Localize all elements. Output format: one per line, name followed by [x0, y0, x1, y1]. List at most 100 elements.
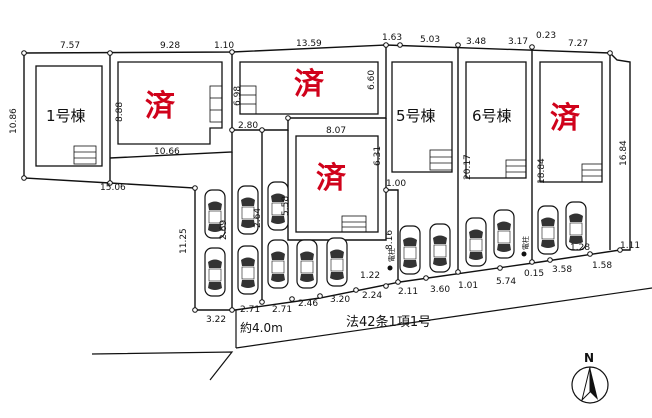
lot-5-boundary [386, 189, 399, 282]
boundary-marker [529, 259, 535, 265]
dim-lot-7-right: 1.11 [620, 241, 640, 251]
boundary-markers [21, 42, 623, 313]
steps-2 [209, 85, 223, 123]
steps-6 [505, 159, 527, 179]
parked-car [465, 217, 487, 267]
dim-top-9: 0.23 [536, 31, 556, 41]
dim-lot-4-top: 8.07 [326, 126, 346, 136]
boundary-marker [21, 50, 27, 56]
boundary-marker [192, 185, 198, 191]
dim-top-1: 7.57 [60, 41, 80, 51]
boundary-marker [289, 296, 295, 302]
road-classification: 法42条1項1号 [346, 314, 431, 330]
boundary-marker [395, 279, 401, 285]
dim-bottom-3: 2.71 [272, 305, 292, 315]
parked-car [296, 239, 318, 289]
boundary-marker [229, 307, 235, 313]
boundary-marker [397, 42, 403, 48]
road-left-edge [91, 351, 234, 381]
boundary-marker [317, 293, 323, 299]
dim-lot-2-right: 8.88 [115, 102, 125, 122]
dim-lot-4-right: 6.31 [373, 146, 383, 166]
parking-cars [204, 181, 587, 297]
dim-lot-3-right: 6.60 [367, 70, 377, 90]
parked-car [565, 201, 587, 251]
property-boundary [23, 44, 631, 311]
boundary-marker [383, 283, 389, 289]
dim-lot-2-bottom: 10.66 [154, 147, 180, 157]
utility-pole-1: 電柱 [387, 248, 396, 271]
dim-drive-c: 5.58 [281, 196, 291, 216]
steps-5 [429, 149, 453, 171]
lot-5-label: 5号棟 [396, 107, 436, 125]
north-arrow: N [571, 351, 609, 404]
parked-car [429, 223, 451, 273]
dim-lot-4-left: 8.16 [385, 230, 395, 250]
dim-top-3: 1.10 [214, 41, 234, 51]
dim-top-6: 5.03 [420, 35, 440, 45]
dim-drive-a: 2.69 [219, 220, 229, 240]
parked-car [493, 209, 515, 259]
parked-car [537, 205, 559, 255]
north-label: N [584, 351, 594, 365]
boundary-marker [383, 42, 389, 48]
parked-car [204, 247, 226, 297]
house-7 [539, 61, 603, 183]
boundary-marker [617, 247, 623, 253]
dim-bottom-4: 2.46 [298, 299, 318, 309]
dim-lot-5-bottom: 1.22 [360, 271, 380, 281]
steps-7 [581, 163, 603, 183]
dim-bottom-10: 5.74 [496, 277, 516, 287]
utility-pole-1-label: 電柱 [387, 248, 396, 262]
dim-bottom-13: 1.58 [592, 261, 612, 271]
dim-left-side: 10.86 [9, 108, 19, 134]
boundary-marker [455, 42, 461, 48]
boundary-marker [587, 251, 593, 257]
dim-top-10: 7.27 [568, 39, 588, 49]
boundary-marker [107, 180, 113, 186]
dim-right-side: 16.84 [619, 140, 629, 166]
dim-lot-3-step: 2.80 [238, 121, 258, 131]
dim-drive-b: 2.64 [253, 208, 263, 228]
dim-lot-7-step: 1.28 [570, 243, 590, 253]
boundary-marker [423, 275, 429, 281]
boundary-marker [455, 269, 461, 275]
dim-lot-1-bottom: 15.06 [100, 183, 126, 193]
boundary-marker [259, 299, 265, 305]
road-far-edge [235, 287, 652, 349]
boundary-marker [529, 44, 535, 50]
dim-top-8: 3.17 [508, 37, 528, 47]
sold-mark-lot-7: 済 [550, 101, 581, 136]
parked-car [267, 181, 289, 231]
dim-top-2: 9.28 [160, 41, 180, 51]
dim-bottom-8: 3.60 [430, 285, 450, 295]
parked-car [267, 239, 289, 289]
house-2 [117, 61, 223, 145]
dim-left-lower: 11.25 [179, 228, 189, 254]
boundary-marker [607, 50, 613, 56]
boundary-marker [21, 175, 27, 181]
house-6 [465, 61, 527, 179]
boundary-marker [229, 49, 235, 55]
dim-lot-3-left: 6.98 [233, 86, 243, 106]
dim-lot-7-left: 18.84 [537, 158, 547, 184]
steps-4 [341, 215, 367, 233]
dim-lot-6-right: 20.17 [463, 154, 473, 180]
house-5 [391, 61, 453, 173]
boundary-marker [259, 127, 265, 133]
dim-bottom-2: 2.71 [240, 305, 260, 315]
sold-mark-lot-3: 済 [294, 67, 325, 102]
road-width: 約4.0m [240, 320, 283, 335]
dim-bottom-11: 0.15 [524, 269, 544, 279]
dim-bottom-6: 2.24 [362, 291, 382, 301]
house-1 [35, 65, 103, 167]
house-3 [239, 61, 379, 115]
lot-1-label: 1号棟 [46, 107, 86, 125]
parked-car [326, 237, 348, 287]
dim-top-4: 13.59 [296, 39, 322, 49]
lot-6-label: 6号棟 [472, 107, 512, 125]
parked-car [237, 185, 259, 235]
sold-mark-lot-4: 済 [316, 161, 347, 196]
